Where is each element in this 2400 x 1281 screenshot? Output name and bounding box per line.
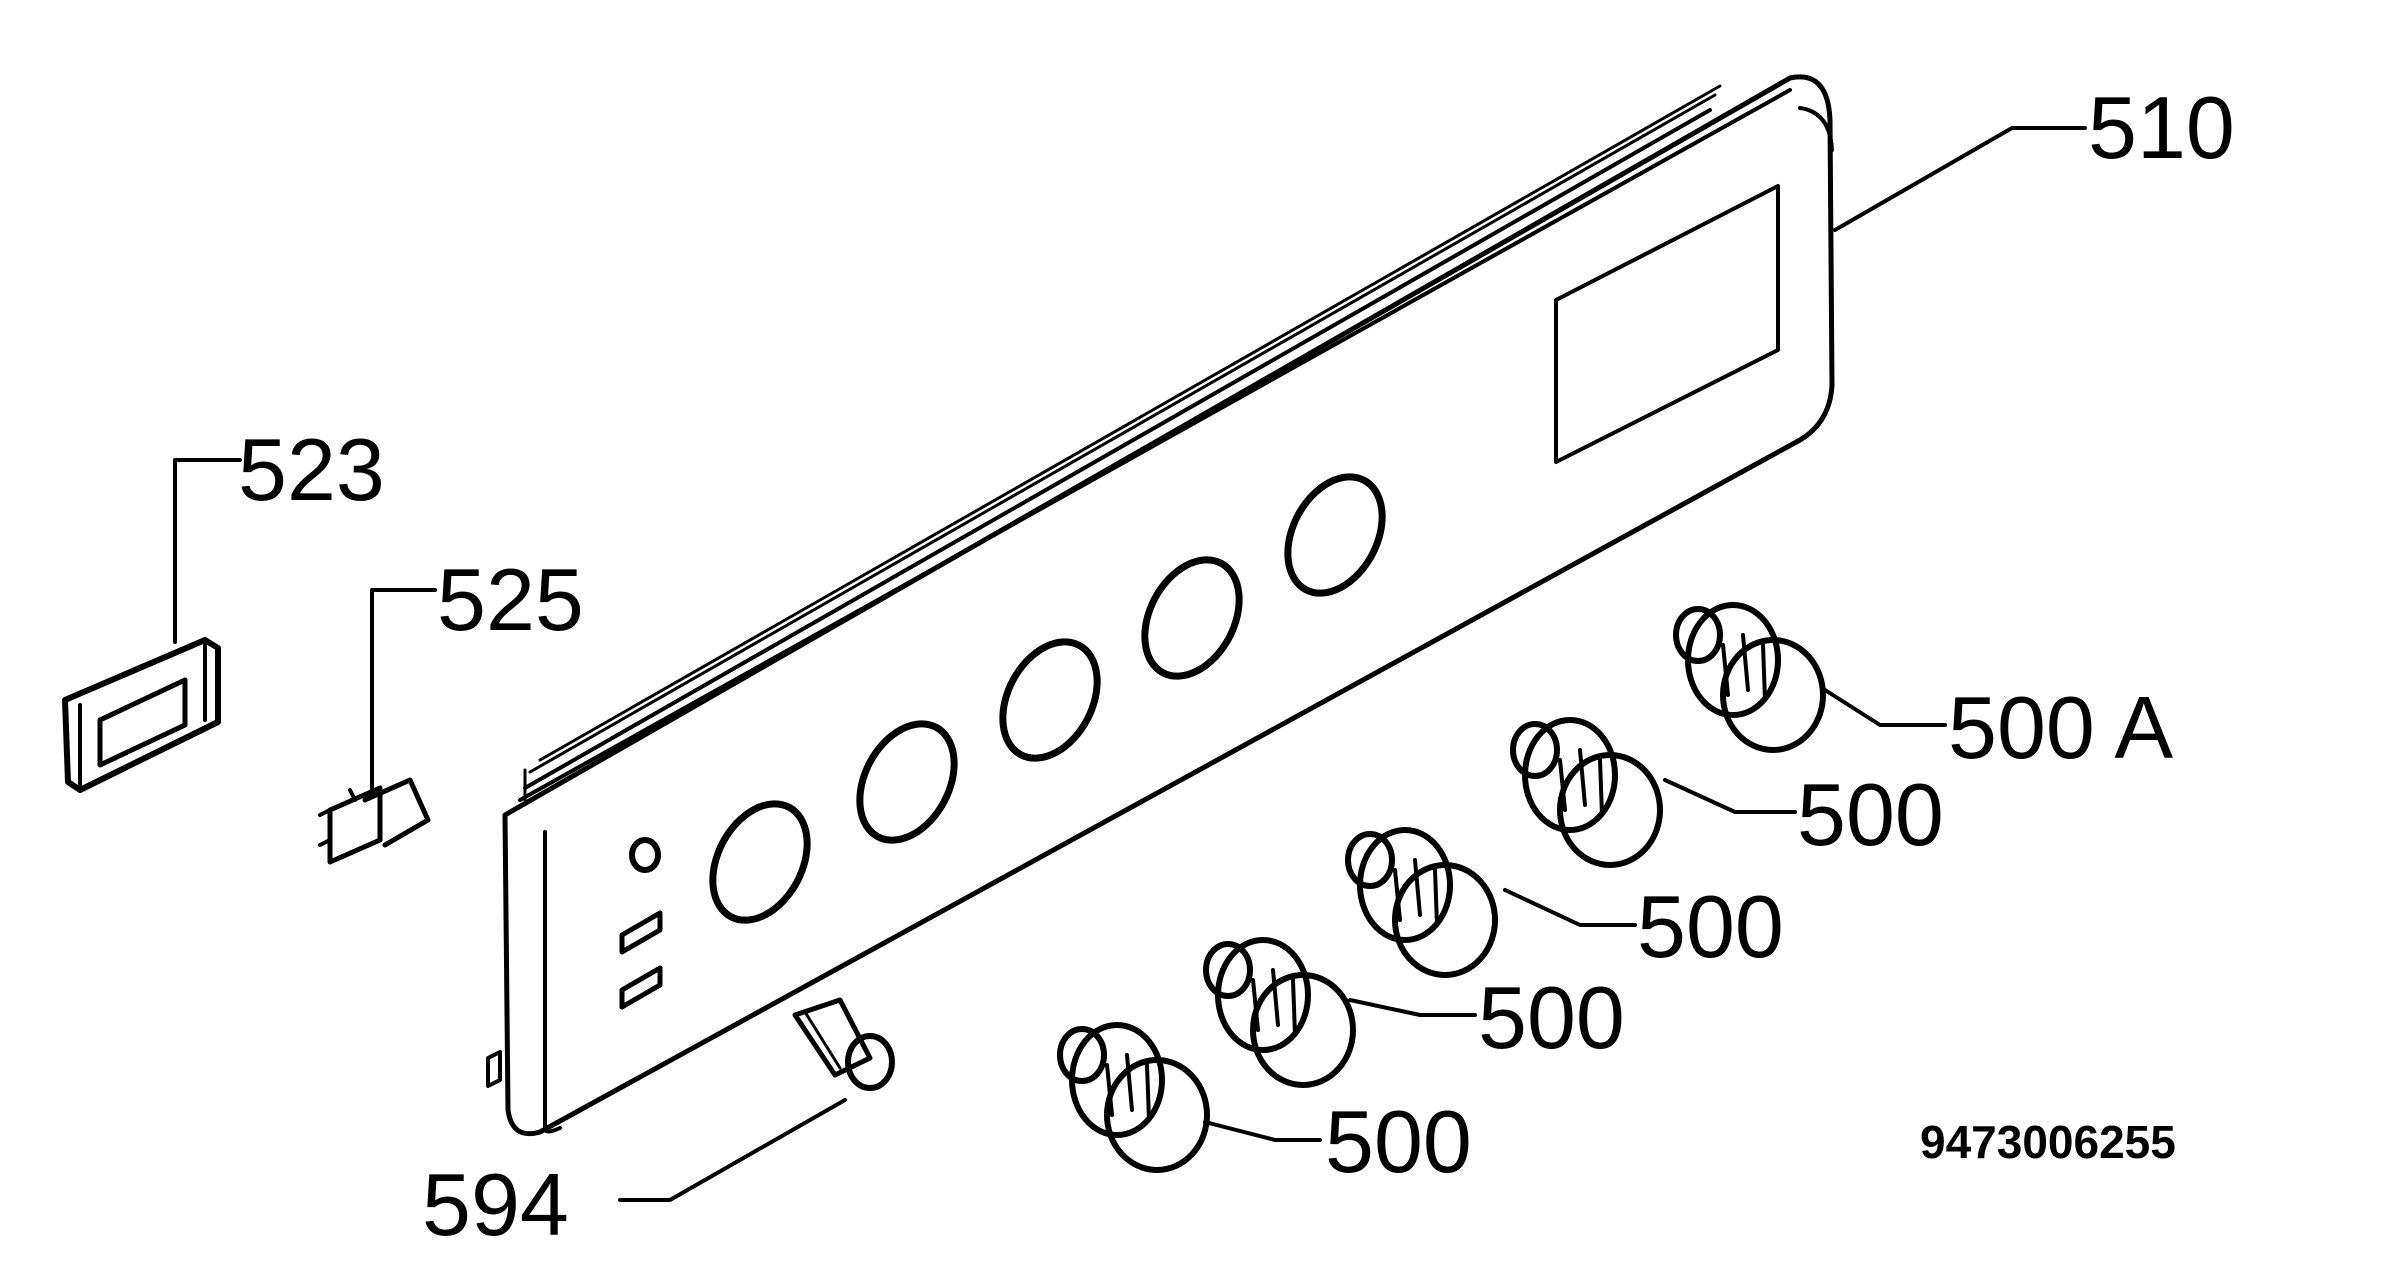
control-panel-510[interactable] [486, 74, 1835, 1137]
label-594: 594 [422, 1155, 569, 1254]
leader-lines [173, 126, 2087, 1202]
switch-525[interactable] [318, 777, 431, 865]
label-500-knob-3: 500 [1637, 877, 1784, 976]
knob-3[interactable] [1345, 827, 1498, 978]
knob-1[interactable] [1057, 1022, 1210, 1173]
drawing-number: 9473006255 [1920, 1116, 2176, 1168]
label-500a-knob-5: 500 A [1948, 678, 2173, 777]
knob-4[interactable] [1510, 717, 1663, 868]
knob-5[interactable] [1673, 602, 1826, 753]
knob-2[interactable] [1203, 937, 1356, 1088]
label-500-knob-4: 500 [1797, 765, 1944, 864]
lamp-holder-594[interactable] [792, 997, 895, 1091]
label-523: 523 [238, 420, 385, 519]
label-500-knob-2: 500 [1478, 968, 1625, 1067]
indicator-frame-523[interactable] [62, 637, 221, 793]
label-525: 525 [437, 550, 584, 649]
label-500-knob-1: 500 [1325, 1092, 1472, 1191]
label-510: 510 [2088, 78, 2235, 177]
